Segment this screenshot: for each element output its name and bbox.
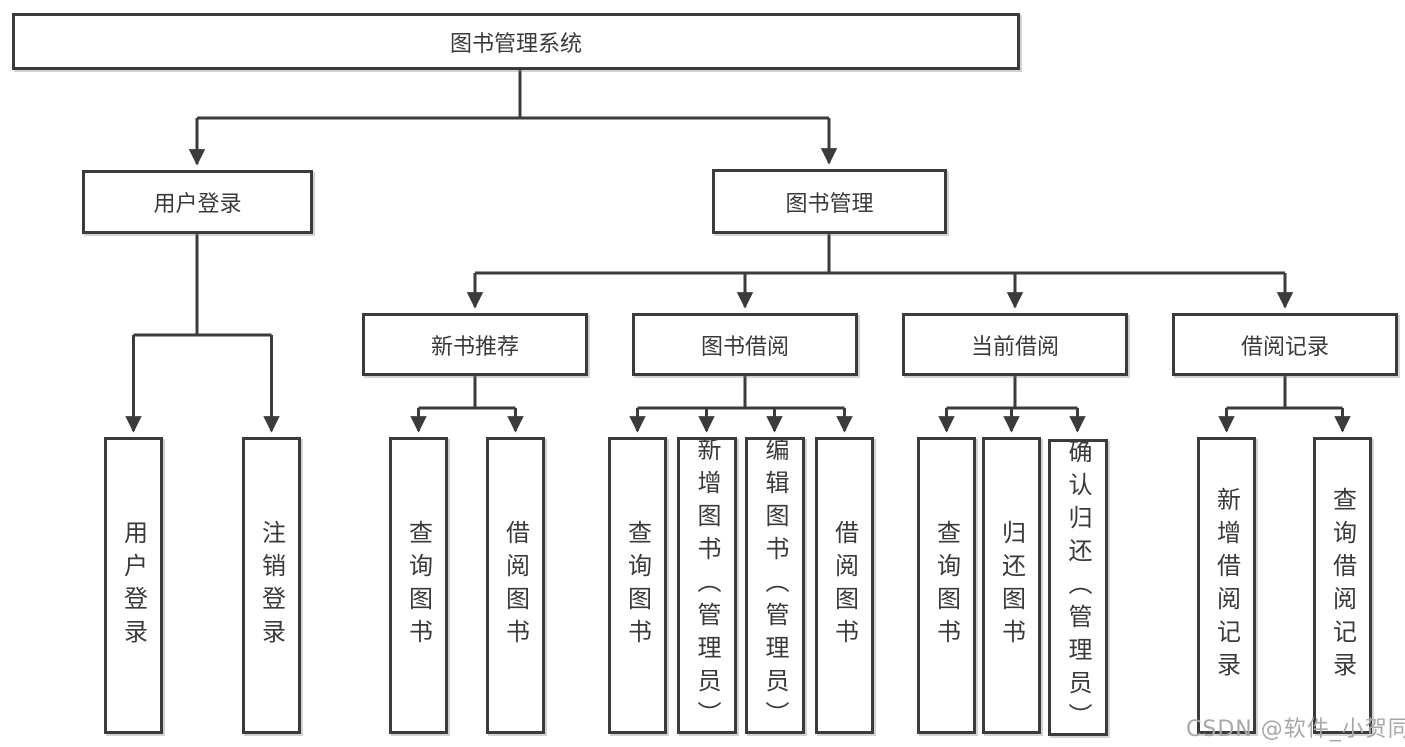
- leaf-add-borrow-record-label: 新增借阅记录: [1212, 486, 1241, 685]
- leaf-query-borrow-record: 查询借阅记录: [1313, 437, 1372, 734]
- leaf-query-books-borrowing: 查询图书: [608, 437, 667, 734]
- leaf-confirm-return-admin: 确认归还（管理员）: [1048, 439, 1108, 736]
- node-library-management-system: 图书管理系统: [12, 13, 1020, 70]
- csdn-watermark: CSDN @软件_小贺同学: [1186, 717, 1405, 742]
- leaf-query-books-recommend: 查询图书: [389, 437, 448, 734]
- leaf-query-books-recommend-label: 查询图书: [404, 519, 433, 652]
- leaf-add-books-admin-label: 新增图书（管理员）: [693, 437, 721, 734]
- node-current-borrowing: 当前借阅: [902, 313, 1128, 376]
- leaf-edit-books-admin: 编辑图书（管理员）: [745, 437, 805, 734]
- node-new-book-recommend: 新书推荐: [362, 313, 588, 376]
- leaf-edit-books-admin-label: 编辑图书（管理员）: [761, 437, 789, 734]
- leaf-query-books-borrowing-label: 查询图书: [623, 519, 652, 652]
- leaf-query-books-current-label: 查询图书: [932, 519, 961, 652]
- leaf-borrow-books-recommend: 借阅图书: [486, 437, 545, 734]
- leaf-query-borrow-record-label: 查询借阅记录: [1328, 486, 1357, 685]
- leaf-user-login-label: 用户登录: [119, 519, 148, 652]
- leaf-borrow-books-recommend-label: 借阅图书: [501, 519, 530, 652]
- leaf-borrow-books-borrowing-label: 借阅图书: [830, 519, 859, 652]
- leaf-borrow-books-borrowing: 借阅图书: [815, 437, 874, 734]
- node-borrowing-records: 借阅记录: [1172, 313, 1398, 376]
- leaf-query-books-current: 查询图书: [917, 437, 976, 734]
- node-user-login: 用户登录: [82, 170, 313, 234]
- leaf-logout-label: 注销登录: [257, 519, 286, 652]
- node-book-borrowing: 图书借阅: [632, 313, 858, 376]
- leaf-return-books-label: 归还图书: [997, 519, 1026, 652]
- leaf-add-borrow-record: 新增借阅记录: [1197, 437, 1256, 734]
- leaf-user-login: 用户登录: [104, 437, 163, 734]
- leaf-return-books: 归还图书: [982, 437, 1041, 734]
- leaf-logout: 注销登录: [242, 437, 301, 734]
- leaf-add-books-admin: 新增图书（管理员）: [677, 437, 737, 734]
- leaf-confirm-return-admin-label: 确认归还（管理员）: [1064, 439, 1092, 736]
- node-book-management: 图书管理: [712, 169, 947, 234]
